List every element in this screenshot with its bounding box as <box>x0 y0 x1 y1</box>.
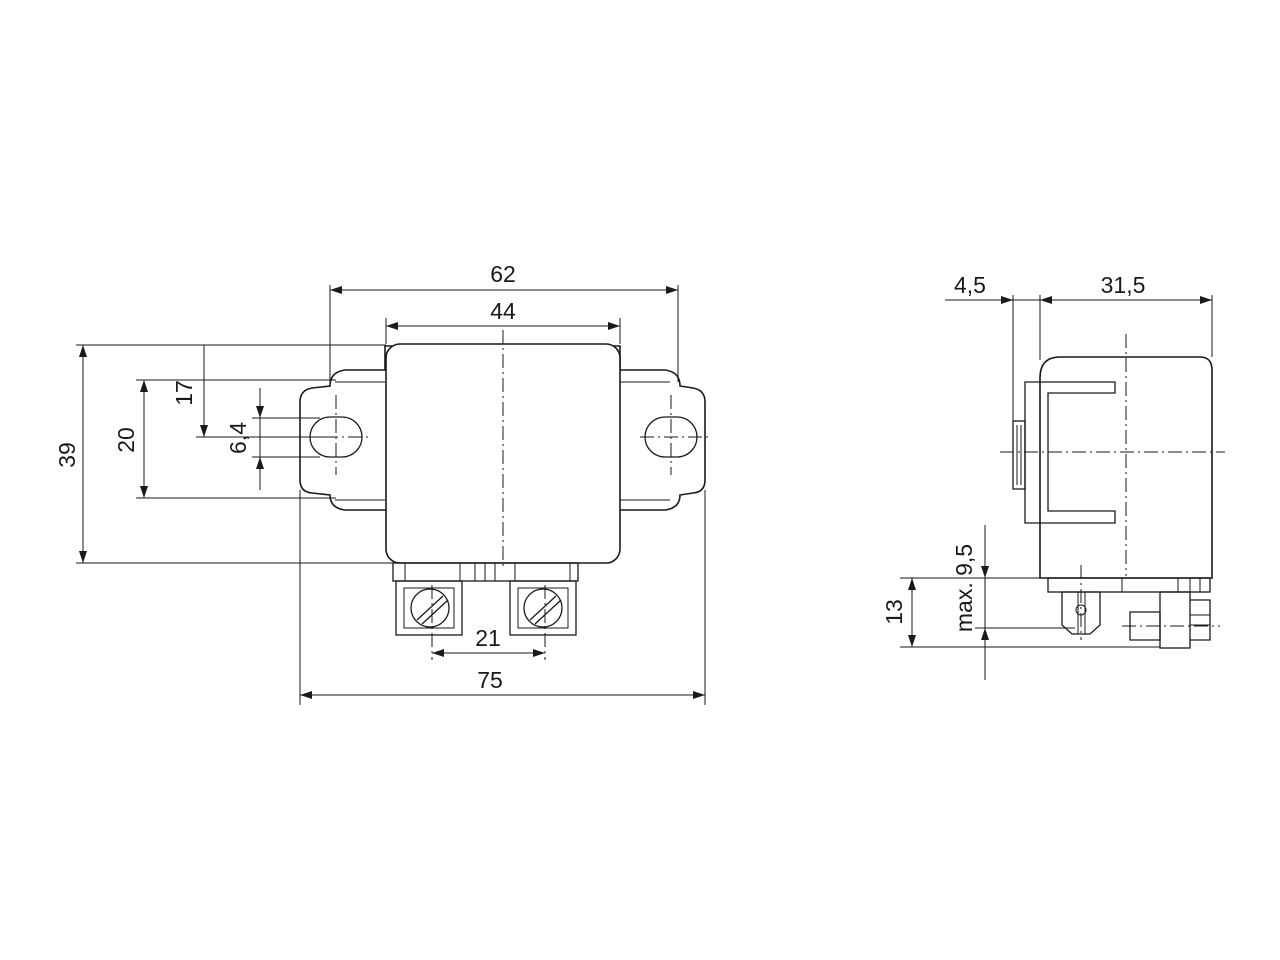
dim-6-4: 6,4 <box>225 422 251 454</box>
side-mounting-pad <box>1012 420 1026 490</box>
terminal-block-right <box>509 580 577 636</box>
dim-13: 13 <box>881 599 907 625</box>
dim-4-5: 4,5 <box>954 272 986 298</box>
dim-max-9-5: max. 9,5 <box>951 544 977 632</box>
flat-tab-terminal <box>1061 591 1101 635</box>
dim-20: 20 <box>113 427 139 453</box>
terminal-block-left <box>395 580 463 636</box>
dim-39: 39 <box>54 442 80 468</box>
dim-21: 21 <box>475 625 501 651</box>
dim-31-5: 31,5 <box>1101 272 1146 298</box>
terminal-screw-right <box>523 588 563 628</box>
dim-17: 17 <box>171 380 197 406</box>
terminal-screw-left <box>410 588 450 628</box>
screw-terminal-side <box>1159 591 1191 649</box>
side-view: 4,5 31,5 13 max. 9,5 <box>881 272 1225 680</box>
side-bracket <box>1024 381 1116 524</box>
dim-44: 44 <box>490 298 516 324</box>
front-view: 62 44 75 21 39 20 17 6,4 <box>54 261 710 705</box>
dim-62: 62 <box>490 261 516 287</box>
dim-75: 75 <box>477 667 503 693</box>
